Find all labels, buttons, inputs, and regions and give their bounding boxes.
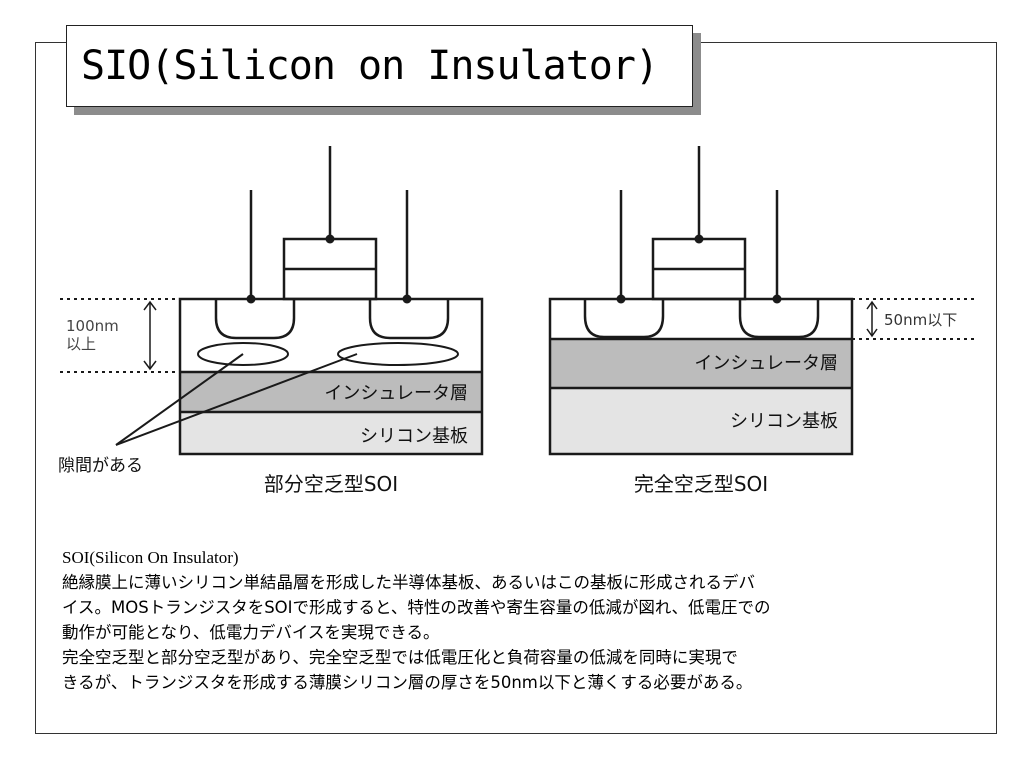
right-drain-well xyxy=(738,299,820,339)
right-device xyxy=(548,146,975,456)
right-source-contact xyxy=(616,294,626,304)
right-caption: 完全空乏型SOI xyxy=(634,472,768,496)
right-substrate-label: シリコン基板 xyxy=(730,411,838,432)
right-insulator-layer xyxy=(550,339,852,388)
right-gate-contact xyxy=(694,234,704,244)
left-thickness-label-1: 100nm xyxy=(66,317,119,335)
right-insulator-label: インシュレータ層 xyxy=(694,353,838,374)
left-insulator-label: インシュレータ層 xyxy=(324,383,468,404)
description: SOI(Silicon On Insulator) 絶縁膜上に薄いシリコン単結晶… xyxy=(62,545,982,695)
left-gap-ellipse-2 xyxy=(337,342,459,366)
slide-title: SIO(Silicon on Insulator) xyxy=(81,43,659,89)
gap-label: 隙間がある xyxy=(58,456,143,476)
gap-pointer-2 xyxy=(115,353,358,446)
description-line: 動作が可能となり、低電力デバイスを実現できる。 xyxy=(62,623,440,642)
left-gate-contact xyxy=(325,234,335,244)
description-line: SOI(Silicon On Insulator) xyxy=(62,548,239,567)
right-source-well xyxy=(583,299,665,339)
left-source-well xyxy=(214,299,296,340)
right-thickness-label: 50nm以下 xyxy=(884,311,957,329)
left-caption: 部分空乏型SOI xyxy=(264,472,398,496)
description-line: イス。MOSトランジスタをSOIで形成すると、特性の改善や寄生容量の低減が図れ、… xyxy=(62,598,771,617)
left-substrate-layer xyxy=(180,412,482,454)
description-line: きるが、トランジスタを形成する薄膜シリコン層の厚さを50nm以下と薄くする必要が… xyxy=(62,673,753,692)
left-thickness-label-2: 以上 xyxy=(66,335,96,353)
title-box: SIO(Silicon on Insulator) xyxy=(66,25,693,107)
left-source-contact xyxy=(246,294,256,304)
left-device xyxy=(60,146,484,456)
left-substrate-label: シリコン基板 xyxy=(360,426,468,447)
right-substrate-layer xyxy=(550,388,852,454)
left-drain-contact xyxy=(402,294,412,304)
gap-pointer-1 xyxy=(115,353,244,446)
left-gap-ellipse-1 xyxy=(197,342,289,366)
right-drain-contact xyxy=(772,294,782,304)
left-insulator-layer xyxy=(180,372,482,412)
left-drain-well xyxy=(368,299,450,340)
description-line: 絶縁膜上に薄いシリコン単結晶層を形成した半導体基板、あるいはこの基板に形成される… xyxy=(62,573,755,592)
description-line: 完全空乏型と部分空乏型があり、完全空乏型では低電圧化と負荷容量の低減を同時に実現… xyxy=(62,648,738,667)
